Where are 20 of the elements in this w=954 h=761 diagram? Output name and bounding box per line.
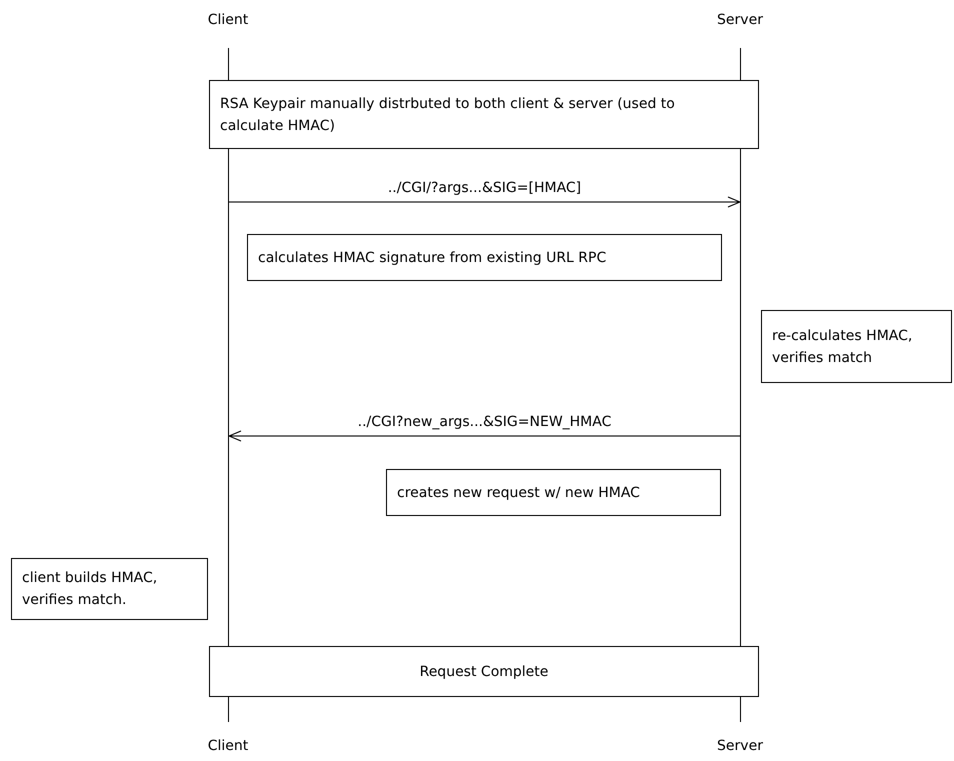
note-box (209, 80, 759, 149)
edge-label: ../CGI?new_args...&SIG=NEW_HMAC (358, 414, 612, 430)
note-text: calculates HMAC signature from existing URL RPC (258, 248, 606, 268)
note-text: client builds HMAC, verifies match. (22, 569, 158, 610)
participant-label: Client (208, 738, 248, 754)
participant-label: Client (208, 12, 248, 28)
note-text: Request Complete (420, 662, 548, 682)
note-box (247, 234, 722, 281)
note-text: creates new request w/ new HMAC (397, 484, 640, 502)
note-box (11, 558, 208, 620)
edge-label: ../CGI/?args...&SIG=[HMAC] (388, 180, 582, 196)
note-box (386, 469, 721, 516)
message-arrow (228, 196, 740, 208)
note-box (209, 646, 759, 697)
participant-label: Server (717, 738, 763, 754)
participant-label: Server (717, 12, 763, 28)
note-text: RSA Keypair manually distrbuted to both client & server (used to calculate HMAC) (220, 94, 676, 136)
note-text: re-calculates HMAC, verifies match (772, 326, 914, 368)
message-arrow (228, 430, 740, 442)
note-box (761, 310, 952, 383)
